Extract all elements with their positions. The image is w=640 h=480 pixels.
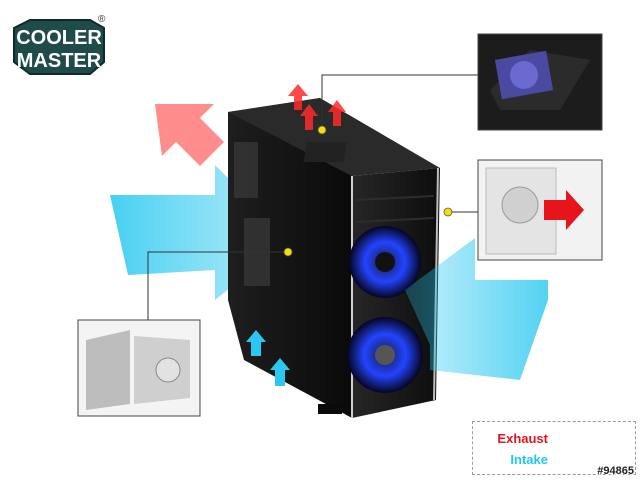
legend-box (472, 421, 636, 475)
callout-dot-top[interactable] (317, 125, 327, 135)
side-panel-photo (77, 319, 201, 417)
legend-exhaust-label: Exhaust (497, 431, 548, 446)
pc-case (228, 98, 440, 418)
bottom-intake-arrows-icon (246, 330, 290, 386)
callout-dot-side[interactable] (283, 247, 293, 257)
watermark: #94865 (597, 465, 634, 477)
front-intake-arrow-icon (405, 238, 548, 380)
exhaust-arrow-icon (155, 104, 224, 166)
top-exhaust-arrows-icon (288, 84, 346, 130)
rear-fan-photo (477, 159, 603, 261)
top-fan-photo (477, 33, 603, 131)
brand-logo: COOLER MASTER ® (13, 14, 106, 75)
brand-line2: MASTER (17, 50, 102, 72)
brand-line1: COOLER (16, 27, 102, 49)
callout-lines (147, 74, 478, 320)
registered-mark: ® (98, 14, 106, 25)
legend-intake-label: Intake (510, 452, 548, 467)
callout-dot-rear[interactable] (443, 207, 453, 217)
